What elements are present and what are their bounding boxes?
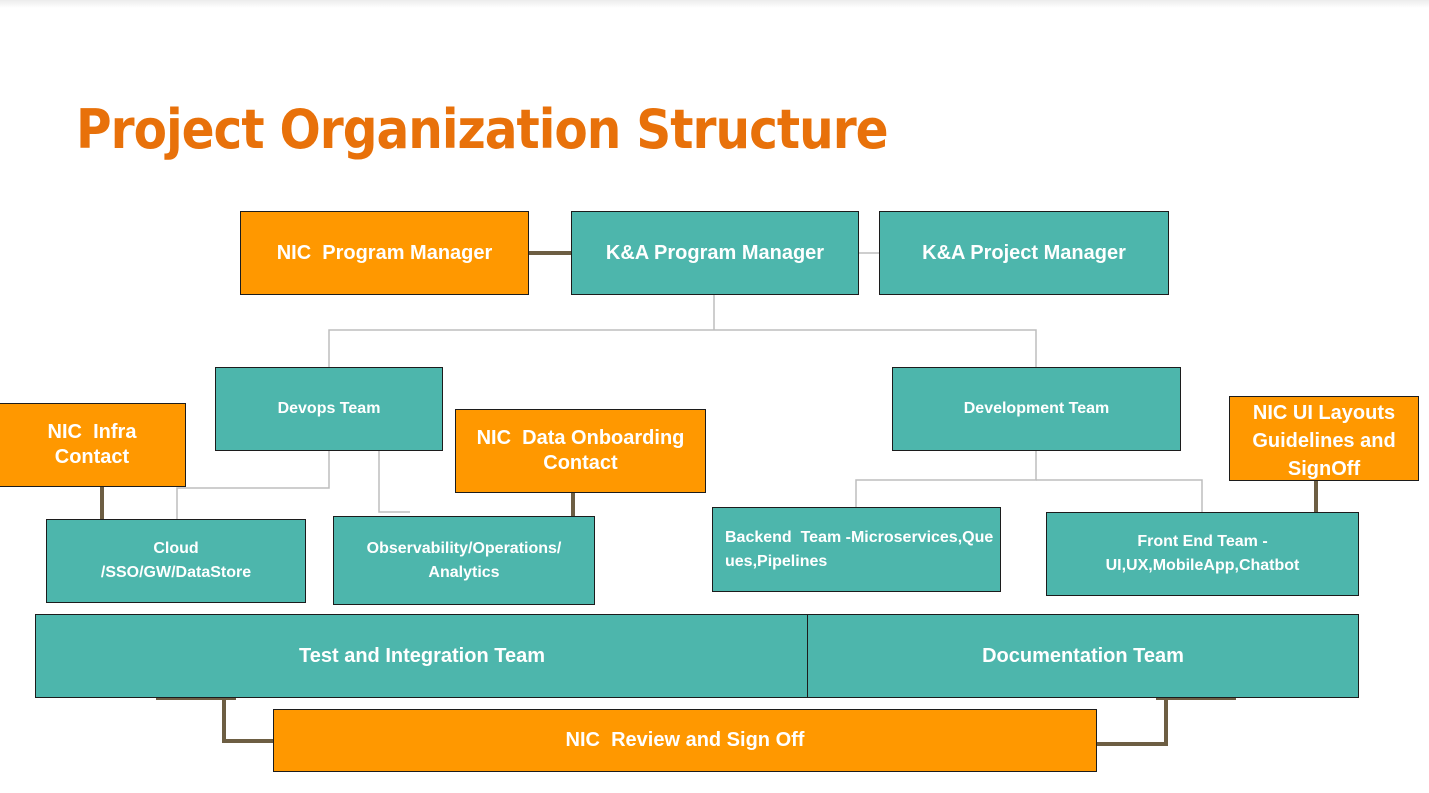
page-title: Project Organization Structure bbox=[76, 98, 889, 161]
connector-test-to-review bbox=[222, 697, 273, 743]
connector-docs-to-review bbox=[1096, 697, 1168, 746]
test-integration-team-box[interactable]: Test and Integration Team bbox=[35, 614, 809, 698]
nic-program-manager-box[interactable]: NIC Program Manager bbox=[240, 211, 529, 295]
nic-review-signoff-box[interactable]: NIC Review and Sign Off bbox=[273, 709, 1097, 772]
top-bar bbox=[0, 0, 1429, 8]
ka-program-manager-box[interactable]: K&A Program Manager bbox=[571, 211, 859, 295]
backend-team-label: Backend Team -Microservices,Queues,Pipel… bbox=[725, 528, 994, 570]
nic-ui-layouts-box[interactable]: NIC UI Layouts Guidelines and SignOff bbox=[1229, 396, 1419, 481]
documentation-team-box[interactable]: Documentation Team bbox=[807, 614, 1359, 698]
nic-data-onboarding-contact-box[interactable]: NIC Data Onboarding Contact bbox=[455, 409, 706, 493]
backend-team-box[interactable]: Backend Team -Microservices,Queues,Pipel… bbox=[712, 507, 1001, 592]
nic-data-onboarding-contact-label: NIC Data Onboarding Contact bbox=[476, 427, 690, 474]
devops-team-box[interactable]: Devops Team bbox=[215, 367, 443, 451]
ka-project-manager-box[interactable]: K&A Project Manager bbox=[879, 211, 1169, 295]
nic-program-manager-label: NIC Program Manager bbox=[276, 241, 493, 264]
nic-ui-layouts-label: NIC UI Layouts Guidelines and SignOff bbox=[1252, 402, 1396, 480]
frontend-team-box[interactable]: Front End Team -UI,UX,MobileApp,Chatbot bbox=[1046, 512, 1359, 596]
observability-label: Observability/Operations/ Analytics bbox=[366, 539, 562, 581]
observability-box[interactable]: Observability/Operations/ Analytics bbox=[333, 516, 595, 605]
nic-review-signoff-label: NIC Review and Sign Off bbox=[565, 729, 805, 751]
devops-team-label: Devops Team bbox=[277, 400, 381, 417]
documentation-team-label: Documentation Team bbox=[982, 644, 1184, 667]
connector-dev-to-backend bbox=[855, 450, 1037, 508]
connector-dev-to-frontend bbox=[1036, 479, 1203, 512]
development-team-label: Development Team bbox=[963, 400, 1110, 417]
cloud-label: Cloud /SSO/GW/DataStore bbox=[100, 540, 252, 581]
frontend-team-label: Front End Team -UI,UX,MobileApp,Chatbot bbox=[1105, 533, 1300, 574]
ka-program-manager-label: K&A Program Manager bbox=[605, 241, 825, 264]
ka-project-manager-label: K&A Project Manager bbox=[922, 241, 1126, 264]
cloud-box[interactable]: Cloud /SSO/GW/DataStore bbox=[46, 519, 306, 603]
nic-infra-contact-box[interactable]: NIC Infra Contact bbox=[0, 403, 186, 487]
connector-devops-to-cloud bbox=[176, 450, 330, 520]
connector-team-bus bbox=[328, 329, 1037, 368]
development-team-box[interactable]: Development Team bbox=[892, 367, 1181, 451]
nic-infra-contact-label: NIC Infra Contact bbox=[47, 421, 143, 468]
connector-devops-to-observability bbox=[378, 450, 410, 513]
test-integration-team-label: Test and Integration Team bbox=[299, 644, 545, 667]
